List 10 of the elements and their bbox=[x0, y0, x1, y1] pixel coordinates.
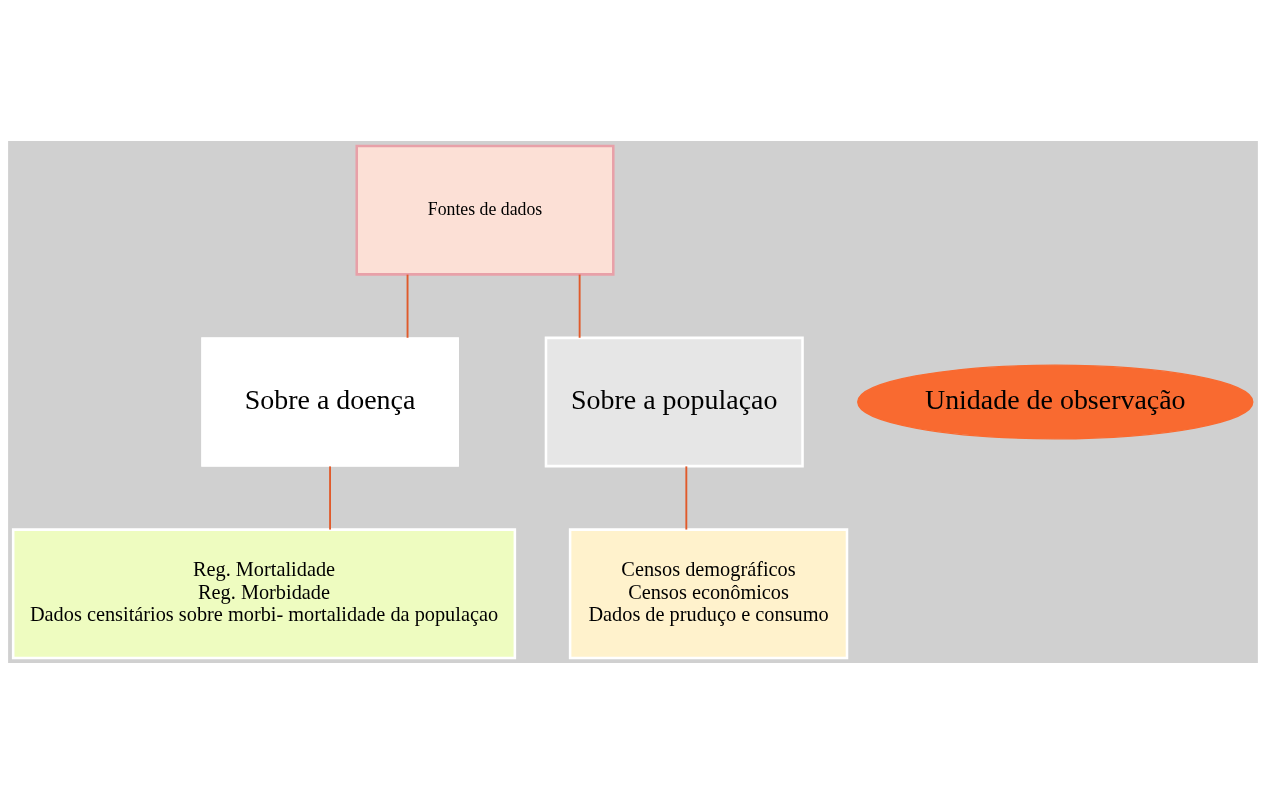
connector bbox=[578, 273, 581, 339]
node-box: Reg. Mortalidade Reg. Morbidade Dados censitários sobre morbi- mortalidade da populaçao bbox=[11, 528, 517, 660]
node-ellipse: Unidade de observação bbox=[857, 364, 1254, 440]
node-box: Sobre a doença bbox=[201, 337, 459, 467]
connector bbox=[406, 273, 409, 339]
node-box: Fontes de dados bbox=[355, 144, 615, 276]
connector bbox=[329, 465, 332, 531]
node-box: Censos demográficos Censos econômicos Dados de pruduço e consumo bbox=[568, 528, 849, 660]
node-box: Sobre a populaçao bbox=[544, 336, 804, 468]
connector bbox=[685, 465, 688, 531]
